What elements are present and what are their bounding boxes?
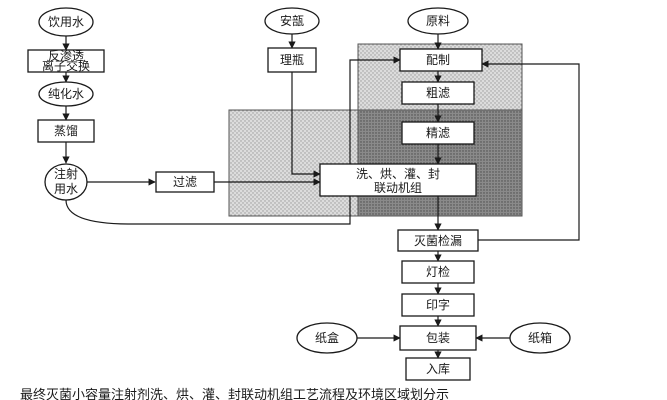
node-printing: 印字: [401, 293, 475, 317]
svg-text:注射: 注射: [54, 166, 78, 181]
node-packing: 包装: [399, 325, 477, 351]
node-ro-ion-exchange: 反渗透 离子交换: [27, 48, 105, 73]
svg-text:纯化水: 纯化水: [48, 87, 84, 101]
node-sort-bottles: 理瓶: [267, 47, 317, 73]
connectors: [62, 34, 580, 359]
node-sterilize-leak-test: 灭菌检漏: [397, 229, 479, 252]
svg-text:印字: 印字: [426, 297, 450, 312]
zone-borders: [228, 43, 523, 217]
node-ampoule: 安瓿: [264, 7, 320, 35]
node-raw-material: 原料: [407, 7, 469, 35]
node-filtration: 过滤: [155, 171, 215, 193]
node-distillation: 蒸馏: [37, 119, 95, 143]
svg-text:离子交换: 离子交换: [42, 58, 90, 73]
node-wfi: 注射 用水: [44, 163, 88, 201]
svg-text:入库: 入库: [426, 361, 450, 376]
svg-text:灯检: 灯检: [426, 264, 450, 279]
svg-text:纸箱: 纸箱: [528, 330, 552, 345]
node-drinking-water: 饮用水: [38, 7, 94, 37]
svg-text:过滤: 过滤: [173, 175, 197, 189]
node-coarse-filter: 粗滤: [401, 81, 475, 105]
svg-text:安瓿: 安瓿: [280, 13, 304, 28]
node-fine-filter: 精滤: [401, 121, 475, 145]
svg-text:蒸馏: 蒸馏: [54, 124, 78, 138]
node-compounding: 配制: [399, 48, 483, 72]
svg-text:纸盒: 纸盒: [315, 330, 339, 345]
node-wash-dry-fill-seal-line: 洗、烘、灌、封 联动机组: [319, 163, 477, 197]
svg-text:原料: 原料: [426, 14, 450, 28]
svg-text:反渗透: 反渗透: [48, 48, 84, 63]
svg-text:包装: 包装: [426, 331, 450, 345]
svg-text:洗、烘、灌、封: 洗、烘、灌、封: [356, 167, 440, 181]
node-carton-case: 纸箱: [509, 322, 571, 354]
svg-text:用水: 用水: [54, 182, 78, 196]
svg-text:精滤: 精滤: [426, 126, 450, 140]
svg-text:配制: 配制: [426, 53, 450, 67]
figure-caption: 最终灭菌小容量注射剂洗、烘、灌、封联动机组工艺流程及环境区域划分示: [20, 387, 449, 400]
svg-text:理瓶: 理瓶: [280, 53, 304, 67]
node-warehouse: 入库: [405, 357, 471, 381]
node-light-inspection: 灯检: [401, 260, 475, 284]
svg-text:灭菌检漏: 灭菌检漏: [414, 233, 462, 248]
svg-text:饮用水: 饮用水: [48, 15, 84, 29]
node-carton-box: 纸盒: [296, 322, 358, 354]
svg-text:粗滤: 粗滤: [426, 86, 450, 100]
node-purified-water: 纯化水: [38, 81, 94, 107]
svg-text:联动机组: 联动机组: [374, 181, 422, 195]
